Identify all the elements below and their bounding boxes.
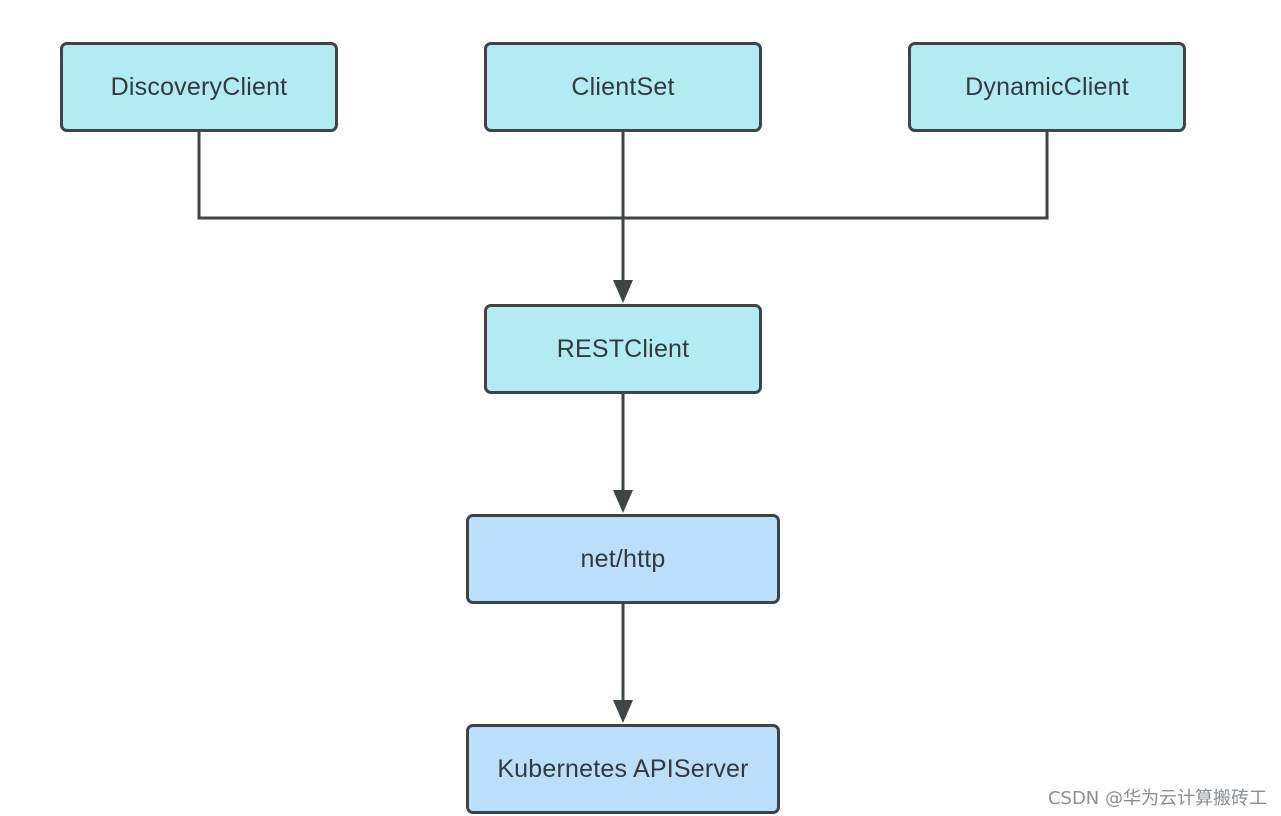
rest-client-label: RESTClient [556, 334, 690, 363]
rest-client-node: RESTClient [484, 304, 762, 394]
net-http-label: net/http [580, 544, 666, 573]
csdn-watermark: CSDN @华为云计算搬砖工 [1047, 788, 1267, 809]
arrowhead-apiserver [613, 700, 633, 723]
arrowhead-rest [613, 280, 633, 303]
kubernetes-apiserver-node: Kubernetes APIServer [466, 724, 780, 814]
discovery-client-node: DiscoveryClient [60, 42, 338, 132]
dynamic-client-label: DynamicClient [965, 72, 1129, 101]
edge-discovery-to-rest [197, 132, 623, 220]
kubernetes-apiserver-label: Kubernetes APIServer [497, 754, 749, 783]
dynamic-client-node: DynamicClient [908, 42, 1186, 132]
clientset-node: ClientSet [484, 42, 762, 132]
discovery-client-label: DiscoveryClient [110, 72, 288, 101]
arrowhead-nethttp [613, 490, 633, 513]
clientset-label: ClientSet [571, 72, 675, 101]
edge-dynamic-to-rest [623, 132, 1049, 220]
net-http-node: net/http [466, 514, 780, 604]
